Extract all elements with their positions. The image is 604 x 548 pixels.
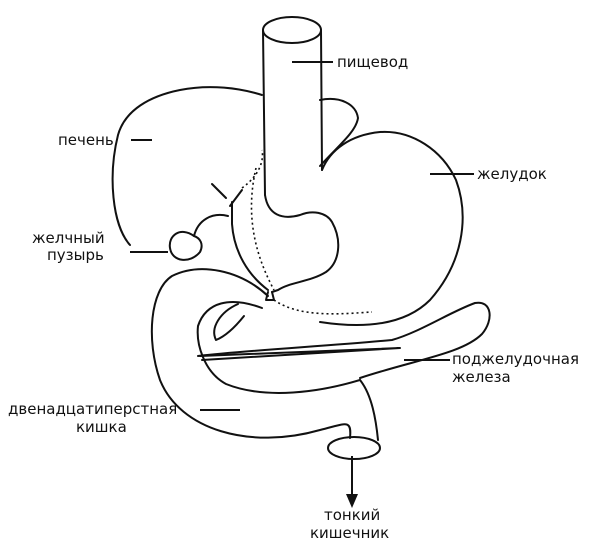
label-pancreas-line1: поджелудочная [452,350,579,368]
label-small-intestine-line2: кишечник [310,524,389,542]
duct-hidden-2 [250,167,275,291]
duodenum-inner [196,301,361,394]
liver-right-lobe [319,98,359,167]
esophagus-left-wall [262,29,266,196]
bile-duct-left [211,183,227,199]
liver-outline [111,86,263,246]
duodenum-outer [150,268,352,439]
duodenum-descending [359,379,379,441]
pancreatic-duct [199,347,401,361]
label-liver: печень [58,131,114,149]
label-duodenum-line1: двенадцатиперстная [8,400,177,418]
cystic-duct [193,214,229,237]
small-intestine-arrow-head [346,494,358,508]
duodenum-fold [213,303,245,341]
stomach-greater-curvature [319,130,464,327]
pancreas-hidden-edge [273,299,373,315]
label-gallbladder-line2: пузырь [47,246,104,264]
gallbladder-outline [168,230,203,261]
label-pancreas-line2: железа [452,368,511,386]
label-small-intestine-line1: тонкий [324,506,380,524]
stomach-outline [264,194,340,293]
esophagus-opening [262,16,322,44]
label-esophagus: пищевод [337,53,408,71]
esophagus-right-wall [320,29,323,171]
duct-hidden-1 [241,149,264,189]
bile-duct-common [231,201,269,291]
small-intestine-opening [327,436,381,460]
label-duodenum-line2: кишка [76,418,127,436]
pancreas-outline [197,301,491,379]
label-gallbladder-line1: желчный [32,229,105,247]
label-stomach: желудок [477,165,547,183]
